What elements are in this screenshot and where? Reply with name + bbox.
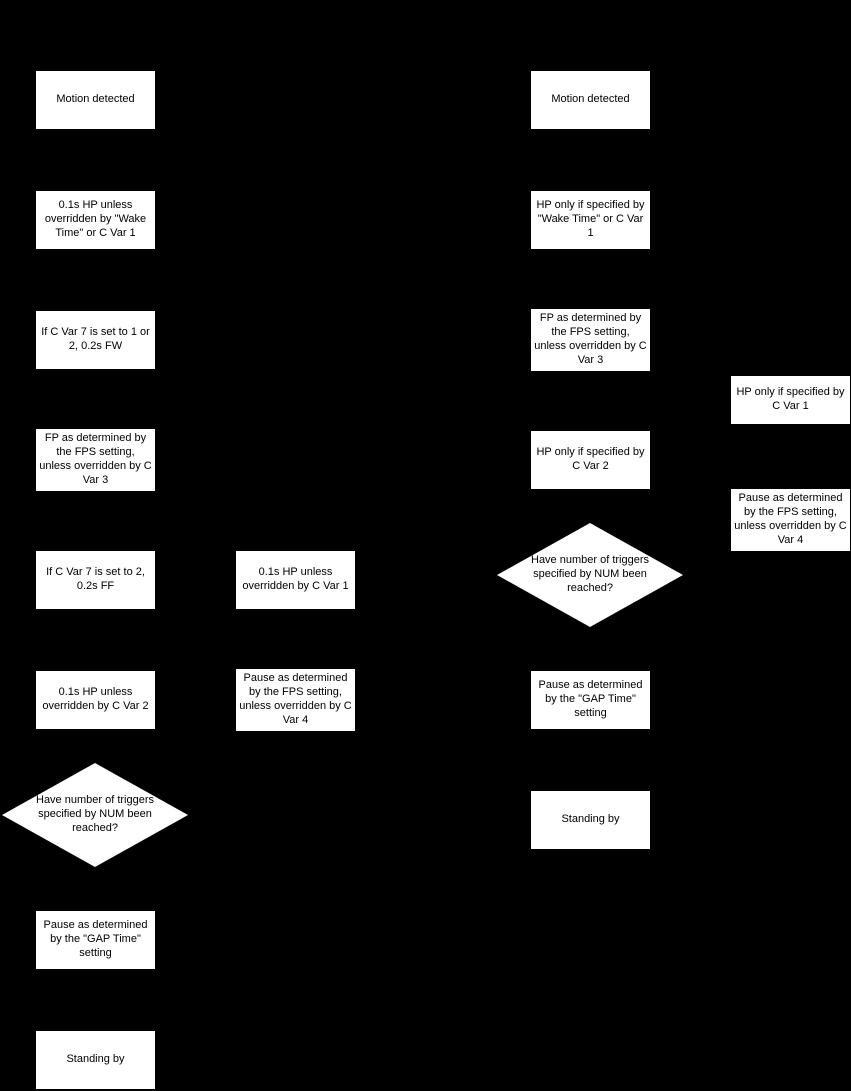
node-cvar7-ff-left: If C Var 7 is set to 2, 0.2s FF bbox=[36, 551, 155, 609]
decision-num-triggers-left: Have number of triggers specified by NUM… bbox=[2, 763, 188, 867]
node-gap-pause-left: Pause as determined by the "GAP Time" se… bbox=[36, 911, 155, 969]
node-pause-fps-far-right: Pause as determined by the FPS setting, … bbox=[731, 489, 850, 551]
node-standing-by-right: Standing by bbox=[531, 791, 650, 849]
node-fp-fps-right: FP as determined by the FPS setting, unl… bbox=[531, 309, 650, 371]
node-motion-detected-left: Motion detected bbox=[36, 71, 155, 129]
node-hp-wake-time-left: 0.1s HP unless overridden by "Wake Time"… bbox=[36, 191, 155, 249]
node-hp-wake-time-right: HP only if specified by "Wake Time" or C… bbox=[531, 191, 650, 249]
node-gap-pause-right: Pause as determined by the "GAP Time" se… bbox=[531, 671, 650, 729]
node-fp-fps-left: FP as determined by the FPS setting, unl… bbox=[36, 429, 155, 491]
node-hp-cvar1-mid: 0.1s HP unless overridden by C Var 1 bbox=[236, 551, 355, 609]
node-cvar7-fw-left: If C Var 7 is set to 1 or 2, 0.2s FW bbox=[36, 311, 155, 369]
node-hp-cvar2-left: 0.1s HP unless overridden by C Var 2 bbox=[36, 671, 155, 729]
node-hp-cvar1-far-right: HP only if specified by C Var 1 bbox=[731, 376, 850, 424]
node-hp-cvar2-right: HP only if specified by C Var 2 bbox=[531, 431, 650, 489]
node-pause-fps-mid: Pause as determined by the FPS setting, … bbox=[236, 669, 355, 731]
decision-num-triggers-right: Have number of triggers specified by NUM… bbox=[497, 523, 683, 627]
node-standing-by-left: Standing by bbox=[36, 1031, 155, 1089]
node-motion-detected-right: Motion detected bbox=[531, 71, 650, 129]
